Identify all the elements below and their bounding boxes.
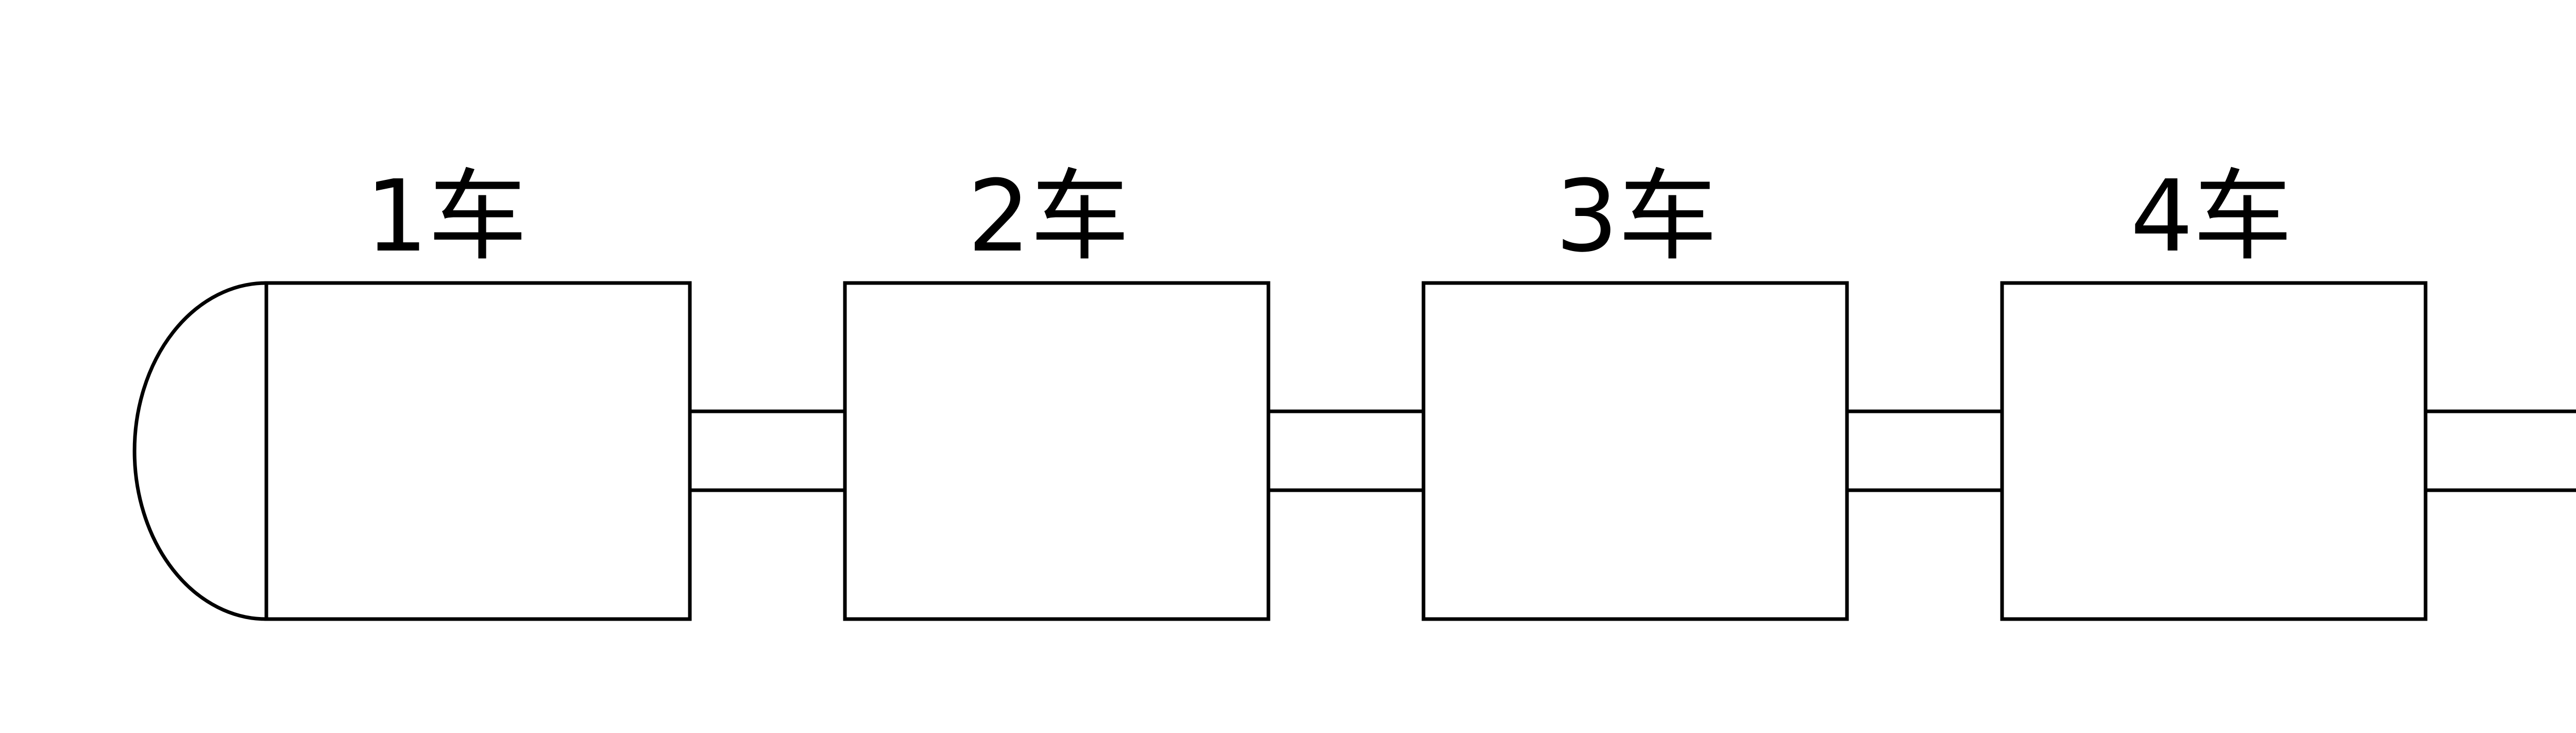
- coupler-2: [1268, 409, 1423, 492]
- front-nose: [132, 281, 267, 621]
- car-1-label: 1车: [365, 159, 527, 274]
- car-1-body: [264, 281, 692, 621]
- coupler-3: [1847, 409, 2002, 492]
- car-2-body: [843, 281, 1270, 621]
- coupler-1: [690, 409, 845, 492]
- car-2-label: 2车: [968, 159, 1129, 274]
- car-labels: 1车 2车 3车 4车 5车 6车: [365, 159, 2292, 274]
- car-4-label: 4车: [2130, 159, 2292, 274]
- train-outline: [132, 281, 2576, 621]
- car-3-body: [1421, 281, 1849, 621]
- car-3-label: 3车: [1555, 159, 1717, 274]
- coupler-4: [2426, 409, 2576, 492]
- car-4-body: [2000, 281, 2428, 621]
